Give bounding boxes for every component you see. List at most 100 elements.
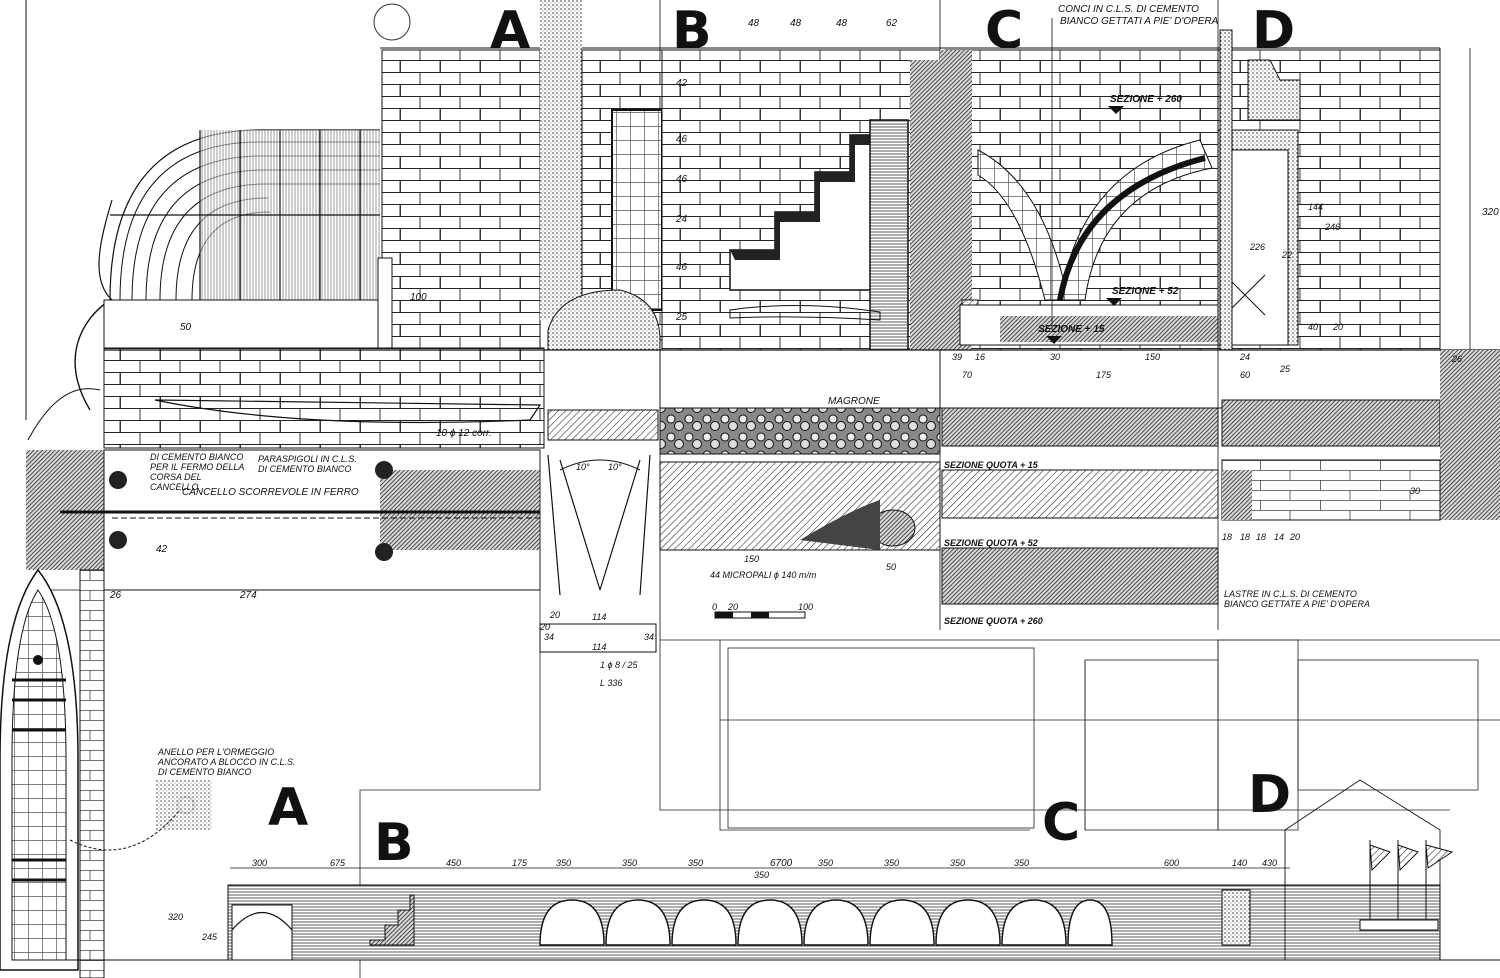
dim-elev-11: 350 — [950, 858, 965, 868]
bench-shadow-c — [1000, 316, 1218, 342]
dim-elev-13: 600 — [1164, 858, 1179, 868]
dim-elev-7: 350 — [688, 858, 703, 868]
dim-rebar-2: 114 — [592, 612, 606, 622]
section-letters-top: A B C D — [490, 1, 1295, 61]
dim-d-plan-5: 20 — [1289, 532, 1300, 542]
note-quota-260: SEZIONE QUOTA + 260 — [944, 616, 1043, 626]
elev-niche-arch — [231, 911, 293, 931]
dim-d-v-1: 226 — [1249, 242, 1265, 252]
dim-c-bottom-1: 39 — [952, 352, 962, 362]
section-letter-b-top: B — [672, 1, 712, 61]
dim-elev-9: 350 — [818, 858, 833, 868]
dim-rebar-6: 20 — [539, 622, 550, 632]
steps-d — [1247, 59, 1301, 121]
boat-bow-left — [27, 388, 101, 441]
swing-arc — [559, 459, 641, 471]
stair-plan-shadow — [800, 500, 880, 550]
wall-plan-a — [380, 470, 540, 550]
dim-elev-2: 675 — [330, 858, 346, 868]
gate-stop-bottom — [109, 531, 127, 549]
brick-wall-a — [381, 49, 541, 351]
annotations: CONCI IN C.L.S. DI CEMENTO BIANCO GETTAT… — [150, 4, 1370, 777]
dim-b-v-4: 24 — [675, 214, 688, 225]
parapet-a — [103, 299, 383, 349]
section-quota-15-band — [941, 469, 1219, 519]
arch-right-shadow — [1057, 155, 1206, 301]
dim-d-plan-4: 14 — [1274, 532, 1284, 542]
dim-b-v-2: 46 — [676, 134, 688, 145]
section-letter-c-top: C — [985, 1, 1023, 61]
jamb-d — [1219, 29, 1233, 351]
note-armatura-2: L 336 — [600, 678, 622, 688]
dim-d-plan-3: 18 — [1256, 532, 1266, 542]
section-letters-bottom: A B C D — [268, 765, 1291, 873]
stair-landing-b — [729, 304, 881, 321]
note-sezione-260: SEZIONE + 260 — [1110, 94, 1182, 105]
note-anello-2: ANCORATO A BLOCCO IN C.L.S. — [157, 757, 296, 767]
dim-b-top-3: 48 — [836, 18, 848, 29]
dim-d-v-5: 22 — [1281, 250, 1292, 260]
plinth-b — [659, 349, 941, 409]
section-letter-d-top: D — [1252, 1, 1295, 61]
dim-elev-15: 430 — [1262, 858, 1277, 868]
corner-bollard-top — [375, 461, 393, 479]
elev-stair — [369, 894, 415, 946]
gate-footing — [547, 409, 659, 441]
note-paraspigoli-2: DI CEMENTO BIANCO — [258, 464, 351, 474]
door-panel-d — [1227, 149, 1289, 346]
dim-b-top-4: 62 — [886, 18, 898, 29]
dim-c-bottom-5: 150 — [1145, 352, 1160, 362]
note-conci-2: BIANCO GETTATI A PIE' D'OPERA — [1060, 16, 1219, 27]
note-micropali: 44 MICROPALI ϕ 140 m/m — [710, 570, 817, 580]
marker-sezione-260 — [1108, 106, 1124, 114]
section-letter-a-top: A — [490, 1, 530, 61]
rebar-detail-box — [539, 623, 657, 653]
plan-key-frames — [359, 450, 1500, 978]
dim-b-v-3: 46 — [676, 174, 688, 185]
dimension-numbers: 48 48 48 62 42 46 46 24 46 25 100 50 39 … — [109, 18, 1499, 942]
wall-shadow-b — [910, 60, 940, 350]
dim-a-height-1: 100 — [410, 292, 427, 303]
note-armatura-1: 1 ϕ 8 / 25 — [600, 660, 639, 670]
scale-20: 20 — [727, 602, 738, 612]
note-fermo-1: DI CEMENTO BIANCO — [150, 452, 243, 462]
elev-building-outline — [1284, 779, 1441, 961]
dim-rebar-1: 20 — [549, 610, 560, 620]
section-quota-52-band — [941, 547, 1219, 605]
dim-elev-total: 6700 — [770, 858, 793, 869]
dim-b-v-5: 46 — [676, 262, 688, 273]
dim-plan-a-2: 26 — [109, 590, 122, 601]
scale-100: 100 — [798, 602, 813, 612]
dim-elev-5: 350 — [556, 858, 571, 868]
dim-c-bottom-2: 16 — [975, 352, 985, 362]
edge-block-right — [1440, 350, 1500, 520]
dim-plan-b-1: 150 — [744, 554, 759, 564]
note-lastre-2: BIANCO GETTATE A PIE' D'OPERA — [1224, 599, 1370, 609]
corner-bollard-bottom — [375, 543, 393, 561]
dim-rebar-3: 114 — [592, 642, 606, 652]
note-anello-1: ANELLO PER L'ORMEGGIO — [157, 747, 274, 757]
dim-elev-4: 175 — [512, 858, 528, 868]
railing-a — [74, 129, 395, 411]
tree-foliage — [540, 0, 582, 320]
dim-angle-2: 10° — [608, 462, 622, 472]
gate-swing-lines — [547, 454, 651, 596]
edge-block-d — [1222, 470, 1252, 520]
dim-d-v-4: 40 — [1308, 322, 1318, 332]
dim-c-bottom-3: 70 — [962, 370, 972, 380]
dim-elev-6: 350 — [622, 858, 637, 868]
dim-plan-a-1: 274 — [239, 590, 257, 601]
note-paraspigoli-1: PARASPIGOLI IN C.L.S. — [258, 454, 357, 464]
pile-foundation-b — [659, 407, 941, 455]
dim-c-bottom-4: 30 — [1050, 352, 1060, 362]
dim-rebar-4: 34 — [544, 632, 554, 642]
marker-sezione-15 — [1046, 336, 1062, 344]
sun-symbol — [373, 3, 411, 41]
note-lastre-1: LASTRE IN C.L.S. DI CEMENTO — [1224, 589, 1357, 599]
section-letter-d-bottom: D — [1248, 765, 1291, 825]
boat-plan — [0, 568, 212, 978]
dim-d-v-3: 246 — [1324, 222, 1340, 232]
lower-wall-a — [103, 347, 545, 449]
plan-view — [26, 449, 1441, 605]
